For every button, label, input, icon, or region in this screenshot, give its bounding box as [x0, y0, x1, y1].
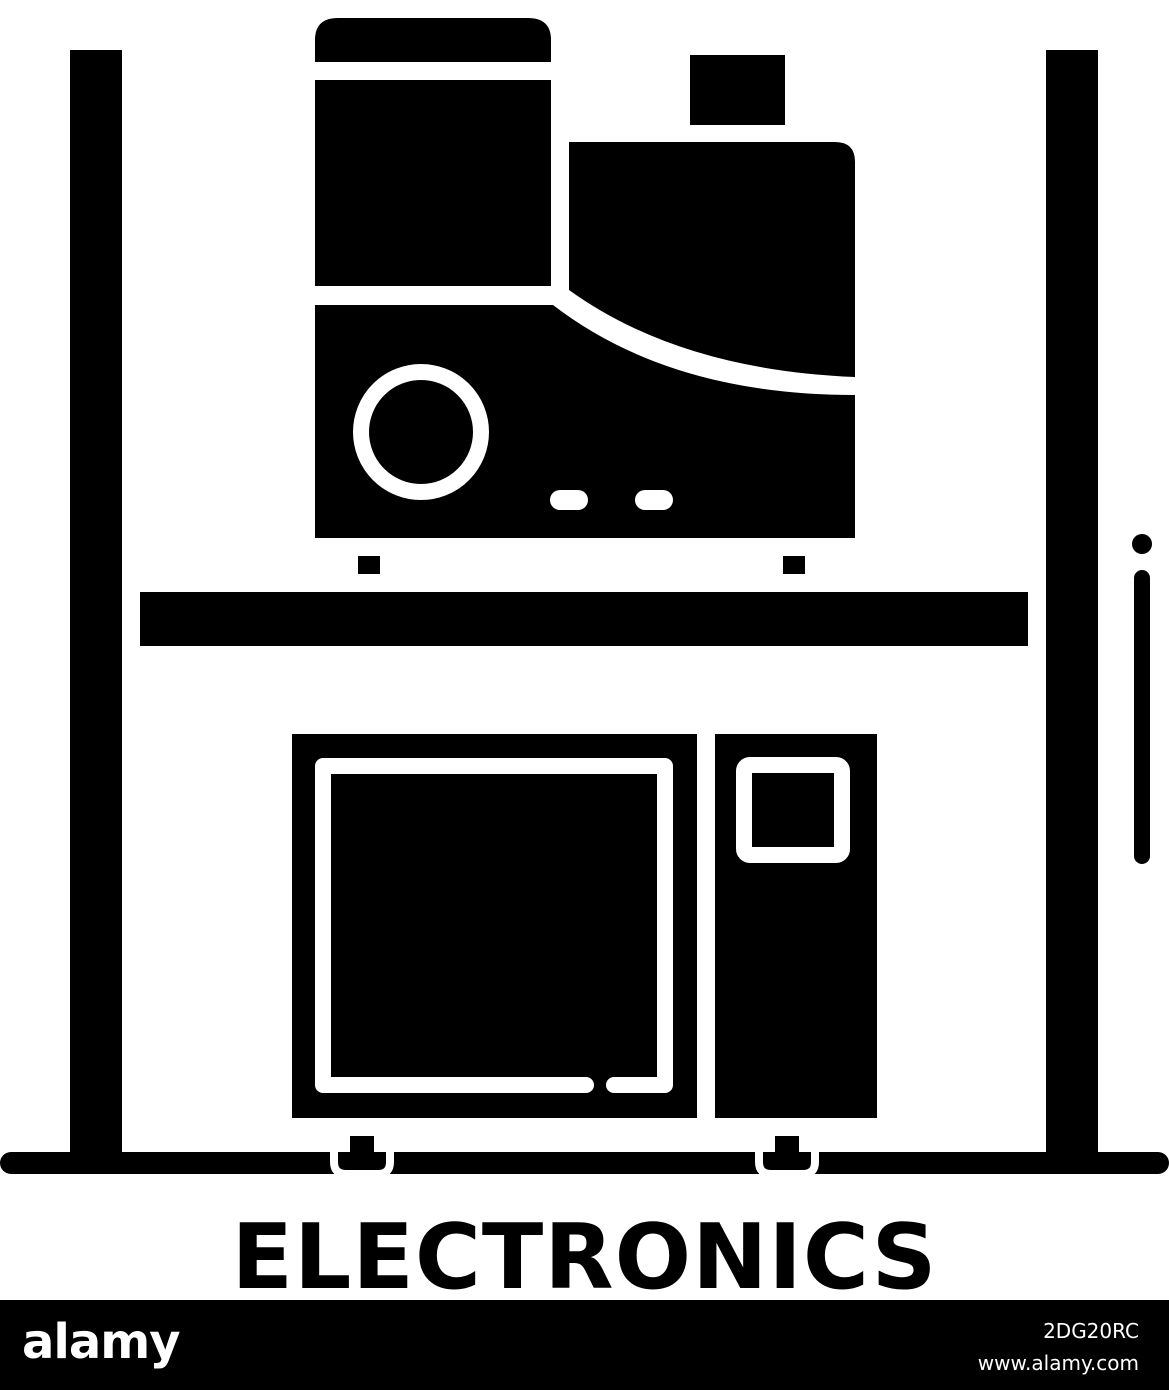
shelf-board	[140, 592, 1028, 646]
electronics-icon	[0, 18, 1169, 1178]
caption-label: ELECTRONICS	[231, 1205, 938, 1310]
food-processor-icon	[315, 18, 855, 574]
footer-bar: alamy 2DG20RC www.alamy.com	[0, 1300, 1169, 1390]
image-id-label: 2DG20RC	[1043, 1319, 1139, 1343]
footer-url-label: www.alamy.com	[977, 1351, 1139, 1375]
exclamation-icon	[1132, 534, 1152, 864]
left-shelf-post	[70, 50, 122, 1160]
right-shelf-post	[1046, 50, 1098, 1160]
floor-line	[0, 1152, 1169, 1174]
microwave-icon	[292, 734, 877, 1178]
alamy-logo: alamy	[22, 1314, 181, 1370]
